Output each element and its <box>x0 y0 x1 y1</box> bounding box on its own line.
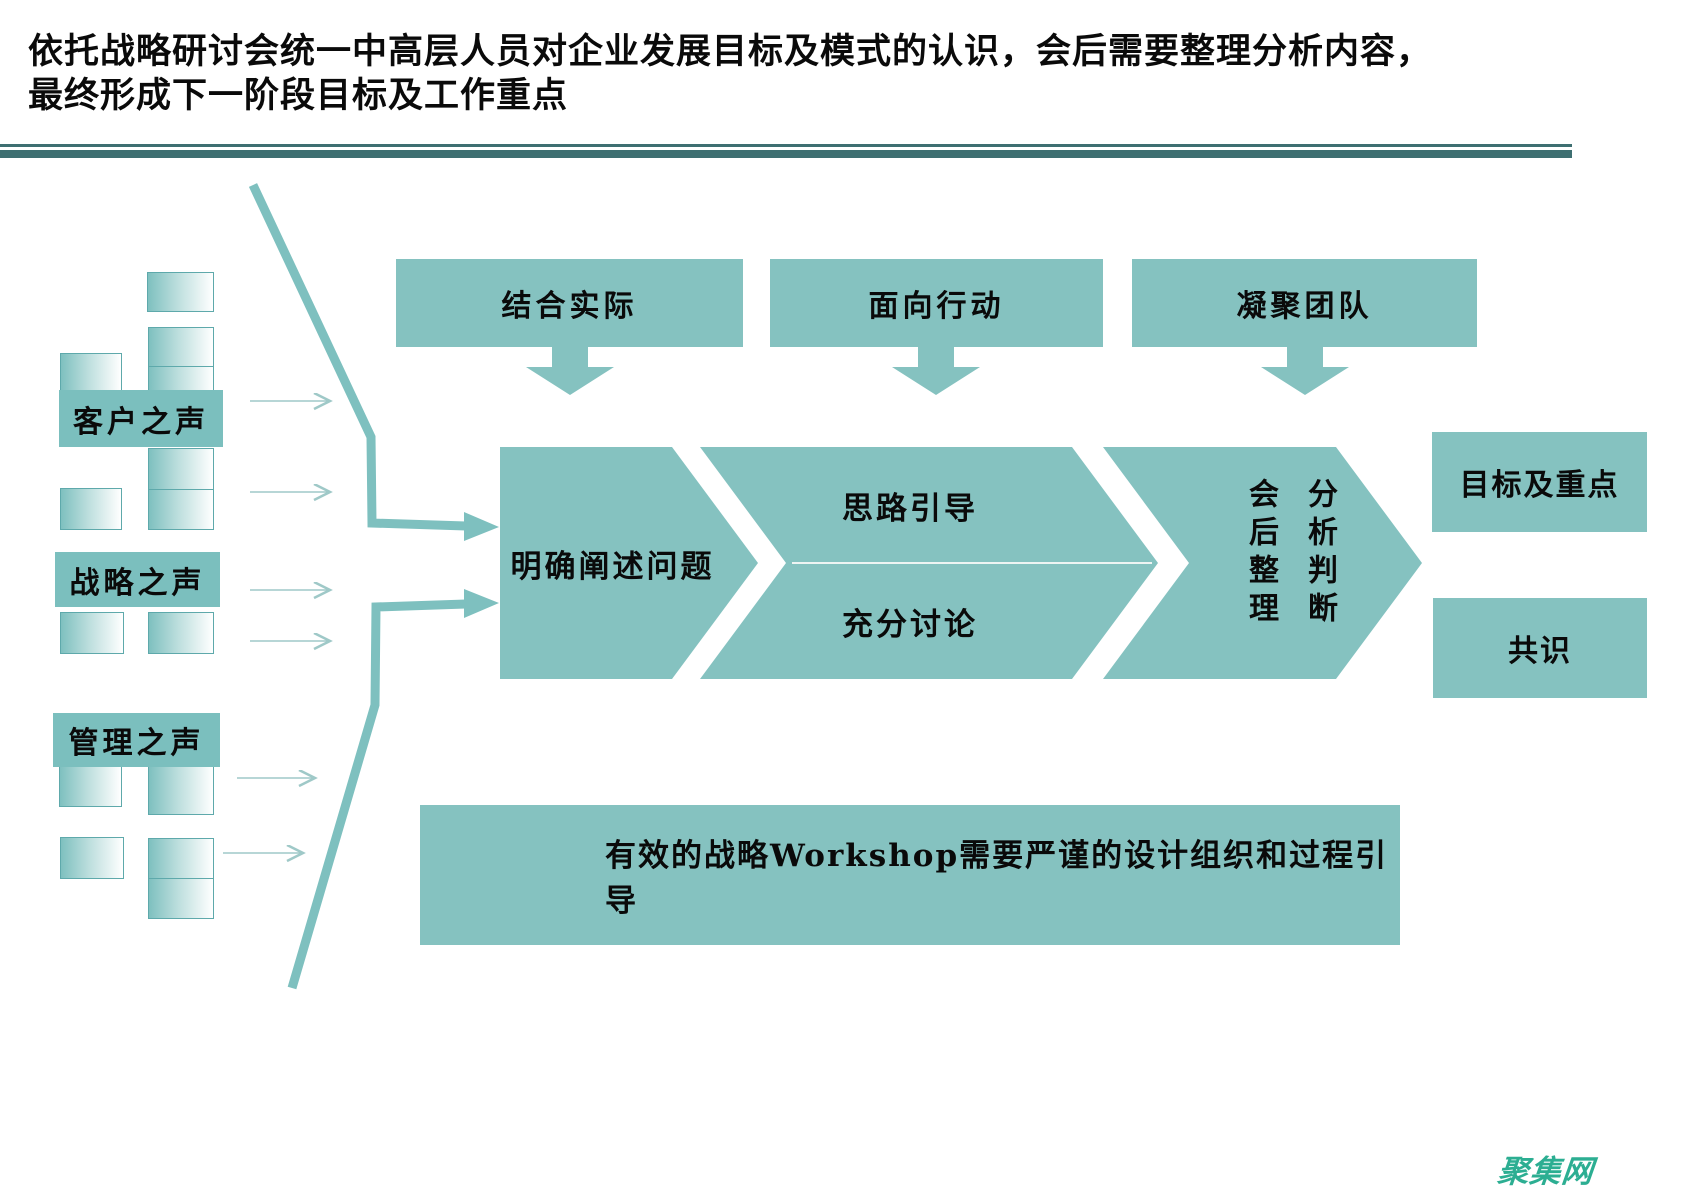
step2-lower-label: 充分讨论 <box>842 606 978 643</box>
page-title: 依托战略研讨会统一中高层人员对企业发展目标及模式的认识，会后需要整理分析内容， … <box>28 30 1568 118</box>
down-arrow-icon <box>1261 347 1349 395</box>
elbow-arrow-top-icon <box>248 183 499 541</box>
principle-box-action: 面向行动 <box>770 259 1103 347</box>
gradient-note-box <box>148 758 214 815</box>
down-arrow-icon <box>892 347 980 395</box>
step2-upper-label: 思路引导 <box>842 490 978 527</box>
gradient-note-box <box>148 489 214 530</box>
chevron-step-3 <box>1103 447 1422 679</box>
gradient-note-box <box>60 612 124 654</box>
bottom-banner-text: 有效的战略Workshop需要严谨的设计组织和过程引导 <box>605 838 1389 919</box>
title-divider-thin-rule <box>0 144 1572 147</box>
source-label-management-voice: 管理之声 <box>53 713 220 767</box>
step1-label: 明确阐述问题 <box>510 548 715 585</box>
source-label-customer-voice: 客户之声 <box>59 390 223 447</box>
output-box-consensus: 共识 <box>1433 598 1647 698</box>
chevron-step-1 <box>500 447 758 679</box>
gradient-note-box <box>148 448 214 490</box>
down-arrow-icon <box>526 347 614 395</box>
gradient-note-box <box>60 353 122 394</box>
step3-right-label: 分析判断 <box>1302 478 1337 630</box>
gradient-note-box <box>148 838 214 880</box>
source-label-strategy-voice: 战略之声 <box>55 552 220 607</box>
watermark-logo: 聚集网 <box>1495 1154 1596 1189</box>
gradient-note-box <box>148 327 214 367</box>
elbow-arrow-bottom-icon <box>287 589 499 990</box>
principle-box-team: 凝聚团队 <box>1132 259 1477 347</box>
gradient-note-box <box>60 488 122 530</box>
output-box-goals: 目标及重点 <box>1432 432 1647 532</box>
gradient-note-box <box>147 272 214 312</box>
principle-box-practical: 结合实际 <box>396 259 743 347</box>
gradient-note-box <box>148 612 214 654</box>
page-title-line-2: 最终形成下一阶段目标及工作重点 <box>28 75 569 116</box>
bottom-banner: 有效的战略Workshop需要严谨的设计组织和过程引导 <box>420 805 1400 945</box>
gradient-note-box <box>148 878 214 919</box>
step3-left-label: 会后整理 <box>1243 478 1278 630</box>
title-divider-thick-rule <box>0 150 1572 158</box>
gradient-note-box <box>60 837 124 879</box>
page-title-line-1: 依托战略研讨会统一中高层人员对企业发展目标及模式的认识，会后需要整理分析内容， <box>28 31 1433 72</box>
thin-feed-arrows <box>223 401 330 853</box>
